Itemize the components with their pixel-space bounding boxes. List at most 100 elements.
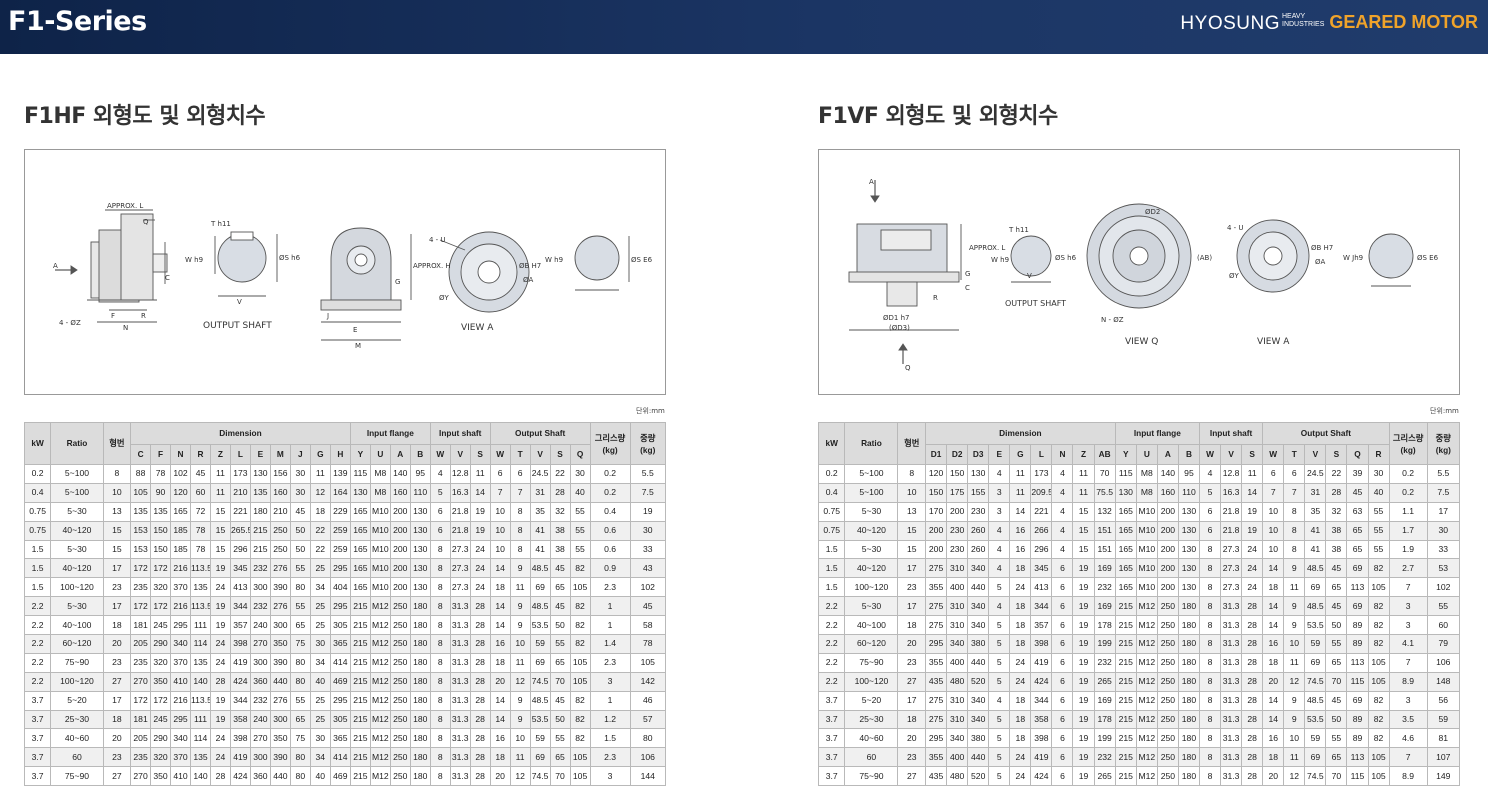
table-cell: 3.7 xyxy=(817,747,846,768)
table-cell: 23 xyxy=(897,652,927,673)
table-cell: 60 xyxy=(844,747,899,768)
table-cell: 28 xyxy=(549,482,571,503)
table-cell: 205 xyxy=(130,728,152,749)
table-cell: 360 xyxy=(249,671,271,692)
table-cell: 250 xyxy=(269,539,291,560)
table-cell: 81 xyxy=(1426,728,1461,749)
table-cell: 35 xyxy=(1304,501,1327,522)
table-cell: 11 xyxy=(209,464,231,484)
table-cell: 135 xyxy=(130,501,152,522)
table-cell: 295 xyxy=(329,558,351,579)
table-cell: 4 xyxy=(988,558,1011,579)
table-cell: 48.5 xyxy=(529,558,551,579)
table-cell: 200 xyxy=(389,520,411,541)
table-cell: 2.2 xyxy=(23,671,52,692)
table-cell: M12 xyxy=(369,652,391,673)
table-cell: 5 xyxy=(1198,482,1222,503)
table-cell: 114 xyxy=(190,634,211,654)
table-cell: 28 xyxy=(1241,652,1264,673)
table-cell: 215 xyxy=(1114,634,1137,654)
column-header: S xyxy=(549,444,571,465)
table-cell: 345 xyxy=(1030,558,1053,579)
table-cell: 216 xyxy=(170,558,191,579)
table-cell: 250 xyxy=(389,747,411,768)
table-cell: 390 xyxy=(269,747,291,768)
table-cell: 24 xyxy=(209,634,231,654)
table-cell: 25 xyxy=(309,615,331,636)
table-cell: 9 xyxy=(509,615,531,636)
table-cell: 0.6 xyxy=(589,520,631,541)
table-cell: 12 xyxy=(309,482,331,503)
table-cell: 11 xyxy=(1283,652,1306,673)
table-cell: 60 xyxy=(50,747,104,768)
table-cell: 25~30 xyxy=(50,709,104,730)
table-cell: 6 xyxy=(1051,596,1074,617)
table-cell: 16 xyxy=(1262,634,1285,654)
column-header-line: 중량 xyxy=(1435,432,1451,443)
table-cell: 290 xyxy=(150,634,172,654)
table-cell: 41 xyxy=(529,539,551,560)
table-cell: 35 xyxy=(529,501,551,522)
table-cell: 105 xyxy=(1367,766,1390,787)
table-cell: M10 xyxy=(369,520,391,541)
table-cell: 275 xyxy=(925,558,948,579)
table-cell: 7 xyxy=(1388,652,1428,673)
table-cell: 344 xyxy=(229,596,251,617)
table-cell: 365 xyxy=(329,634,351,654)
table-cell: 290 xyxy=(150,728,172,749)
table-cell: 8 xyxy=(429,766,451,787)
table-cell: 270 xyxy=(130,671,152,692)
group-header: Input shaft xyxy=(429,422,491,445)
table-cell: 22 xyxy=(549,464,571,484)
column-header: S xyxy=(469,444,491,465)
table-cell: 205 xyxy=(130,634,152,654)
table-cell: M12 xyxy=(1135,690,1158,711)
table-cell: 181 xyxy=(130,615,152,636)
table-cell: 215 xyxy=(1114,652,1137,673)
table-cell: 5 xyxy=(988,577,1011,598)
table-cell: 8 xyxy=(429,634,451,654)
table-cell: 31.3 xyxy=(1220,671,1243,692)
table-cell: 209.5 xyxy=(1030,482,1053,503)
table-cell: 165 xyxy=(349,539,371,560)
table-cell: 70 xyxy=(1325,766,1348,787)
table-cell: 440 xyxy=(967,652,990,673)
table-cell: 23 xyxy=(102,652,132,673)
column-header: R xyxy=(1367,444,1390,465)
table-cell: 18 xyxy=(897,709,927,730)
table-cell: 31.3 xyxy=(449,634,471,654)
vf-lbl-d1: ØD1 h7 xyxy=(883,314,909,322)
table-cell: 28 xyxy=(469,596,491,617)
group-header: Output Shaft xyxy=(1262,422,1390,445)
table-cell: 276 xyxy=(269,690,291,711)
table-cell: 3.5 xyxy=(1388,709,1428,730)
table-cell: 2.2 xyxy=(23,615,52,636)
table-cell: 14 xyxy=(1241,482,1264,503)
table-cell: 259 xyxy=(329,539,351,560)
table-cell: 11 xyxy=(1009,482,1032,503)
table-cell: 180 xyxy=(409,634,431,654)
table-cell: 3 xyxy=(589,766,631,787)
table-cell: 276 xyxy=(269,558,291,579)
table-cell: 78 xyxy=(629,634,667,654)
table-cell: 235 xyxy=(130,577,152,598)
table-cell: 28 xyxy=(1241,615,1264,636)
table-cell: 199 xyxy=(1093,728,1116,749)
table-cell: 180 xyxy=(409,709,431,730)
table-cell: 45 xyxy=(549,558,571,579)
table-cell: 398 xyxy=(1030,634,1053,654)
table-cell: 355 xyxy=(925,577,948,598)
table-cell: 69 xyxy=(1304,577,1327,598)
table-cell: 4 xyxy=(988,596,1011,617)
table-cell: 40~60 xyxy=(844,728,899,749)
table-cell: 40~100 xyxy=(50,615,104,636)
f1hf-drawing: APPROX. L Q C A 4 - ØZ F R N T h11 W h9 … xyxy=(24,149,666,395)
table-cell: 90 xyxy=(150,482,172,503)
